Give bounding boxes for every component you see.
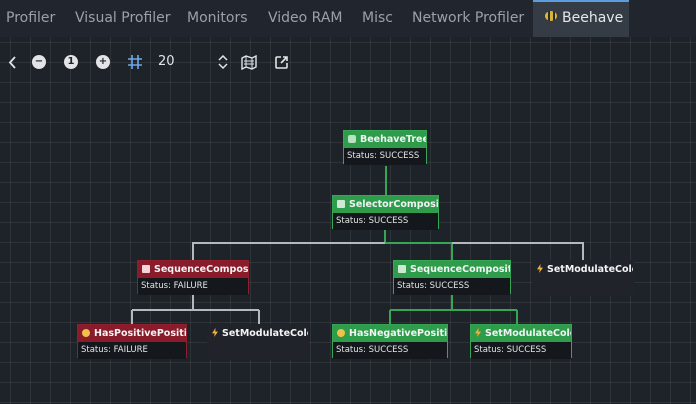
node-set-modulate-color-left[interactable]: SetModulateColor [207,324,309,360]
grid-snap-icon [128,55,142,69]
condition-icon [337,329,345,337]
node-title: SetModulateColor [547,264,633,275]
chevron-left-icon[interactable] [4,44,20,80]
zoom-in-icon: + [96,55,110,69]
popout-icon [274,55,288,69]
selector-icon [337,200,345,208]
graph-toolbar: − 1 + 20 [0,44,320,80]
node-title: HasNegativePosition [349,328,447,339]
node-sequence-composite2[interactable]: SequenceComposite2 Status: SUCCESS [393,260,511,295]
node-beehave-tree[interactable]: BeehaveTree Status: SUCCESS [343,130,427,165]
node-has-negative-position[interactable]: HasNegativePosition Status: SUCCESS [332,324,448,359]
zoom-reset-icon: 1 [64,55,78,69]
wire-sequence2-bus [390,294,517,311]
node-set-modulate-color-right[interactable]: SetModulateColor Status: SUCCESS [470,324,572,359]
node-status: Status: SUCCESS [394,278,510,295]
tab-video-ram[interactable]: Video RAM [268,10,343,26]
node-set-modulate-color-top[interactable]: SetModulateColor [532,260,634,296]
wire-inactive-group [131,242,584,325]
node-sequence-composite[interactable]: SequenceComposite Status: FAILURE [137,260,249,295]
node-title: SetModulateColor [222,328,308,339]
snap-distance-input[interactable]: 20 [158,54,175,69]
wire-selector-bus [384,229,452,244]
zoom-out-button[interactable]: − [31,44,47,80]
minimap-button[interactable] [240,44,258,80]
popout-button[interactable] [272,44,290,80]
wire-sequence1-bus [132,294,259,311]
debugger-tab-bar: Profiler Visual Profiler Monitors Video … [0,0,696,37]
action-icon [537,264,543,273]
tab-beehave[interactable]: Beehave [533,0,629,37]
node-title: BeehaveTree [360,134,426,145]
zoom-in-button[interactable]: + [95,44,111,80]
tab-misc[interactable]: Misc [362,10,393,26]
tab-beehave-label: Beehave [562,10,624,26]
node-status: Status: SUCCESS [344,148,426,165]
condition-icon [82,329,90,337]
node-title: SelectorComposite [349,199,438,210]
stepper-icon[interactable] [215,44,231,80]
node-title: SequenceComposite2 [410,264,510,275]
minimap-icon [241,54,257,70]
bee-icon [545,11,557,21]
node-status: Status: FAILURE [138,278,248,295]
tree-icon [348,135,356,143]
node-status: Status: SUCCESS [333,342,447,359]
sequence-icon [398,265,406,273]
node-status: Status: FAILURE [78,342,186,359]
node-status: Status: SUCCESS [333,213,438,230]
node-title: SetModulateColor [485,328,571,339]
tab-network-profiler[interactable]: Network Profiler [412,10,525,26]
action-icon [475,328,481,337]
action-icon [212,328,218,337]
wire-selector-to-set-modulate-top [452,242,584,261]
node-status: Status: SUCCESS [471,342,571,359]
tab-monitors[interactable]: Monitors [187,10,248,26]
zoom-out-icon: − [32,55,46,69]
sequence-icon [142,265,150,273]
node-has-positive-position[interactable]: HasPositivePosition Status: FAILURE [77,324,187,359]
tab-visual-profiler[interactable]: Visual Profiler [75,10,171,26]
grid-snap-button[interactable] [126,44,144,80]
zoom-reset-button[interactable]: 1 [63,44,79,80]
node-title: SequenceComposite [154,264,248,275]
node-title: HasPositivePosition [94,328,186,339]
tab-profiler[interactable]: Profiler [6,10,56,26]
node-selector-composite[interactable]: SelectorComposite Status: SUCCESS [332,195,439,230]
wire-selector-to-sequence1 [192,242,385,261]
wire-active-group [384,166,518,325]
